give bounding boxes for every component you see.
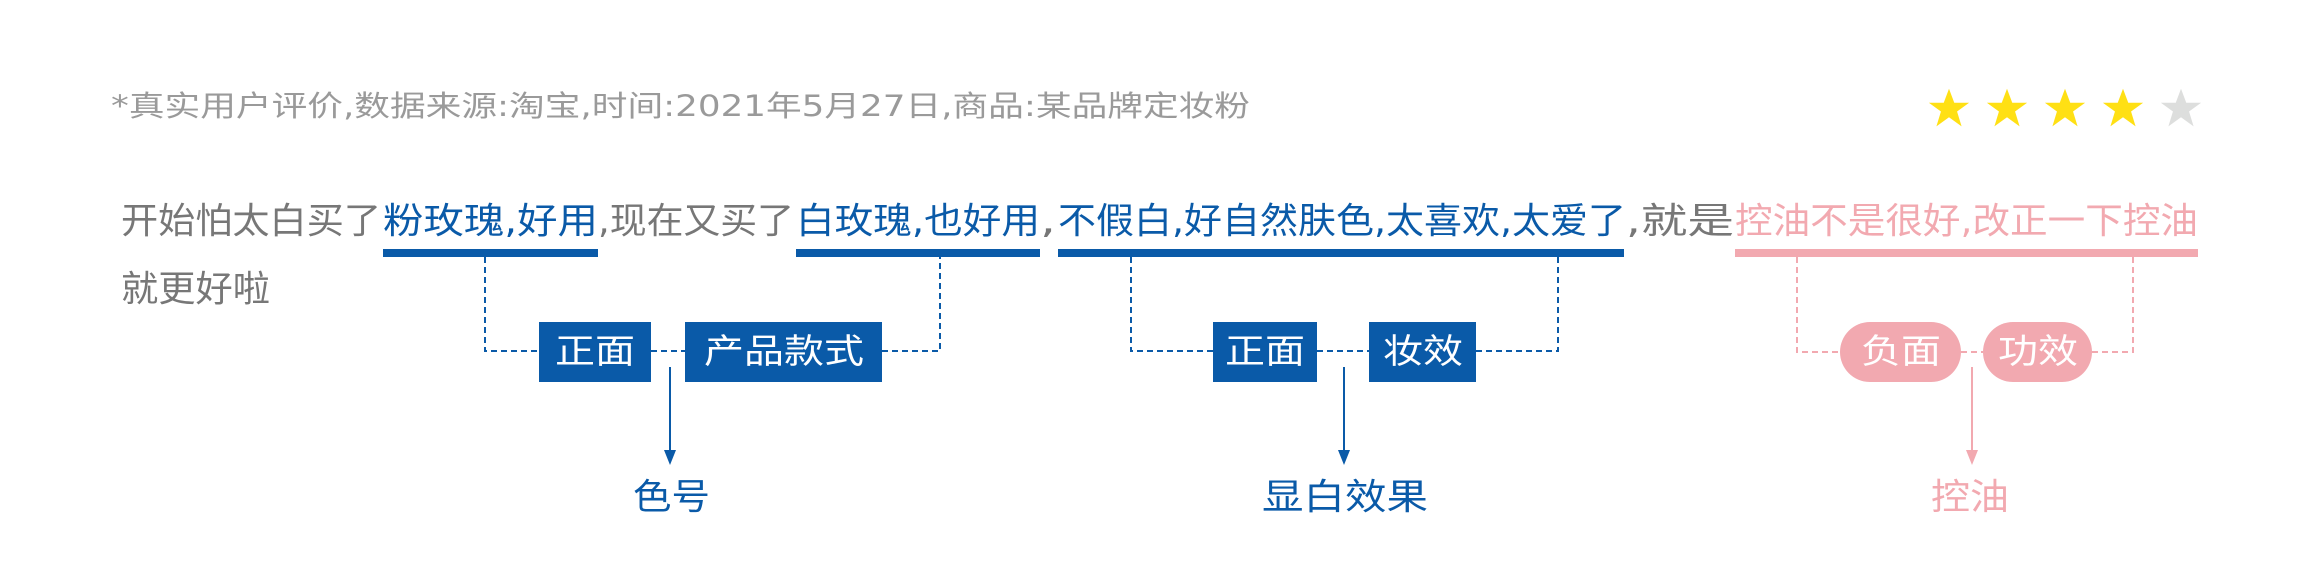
review-highlight-positive: 粉玫瑰,好用	[383, 201, 598, 242]
star-filled-icon	[2044, 88, 2086, 127]
result-label: 色号	[633, 477, 710, 518]
underline-positive	[383, 249, 598, 257]
arrow-down-icon	[1966, 367, 1978, 465]
review-text-neutral: 开始怕太白买了	[121, 201, 381, 242]
review-text-neutral: ,就是	[1626, 201, 1734, 242]
result-label: 显白效果	[1262, 477, 1428, 518]
dashed-connector	[1130, 257, 1213, 352]
star-filled-icon	[1928, 88, 1970, 127]
underline-positive	[796, 249, 1040, 257]
dashed-connector	[882, 257, 941, 352]
dashed-connector	[1796, 257, 1840, 353]
star-filled-icon	[2102, 88, 2144, 127]
arrow-down-icon	[1338, 367, 1350, 465]
tag-sentiment-positive: 正面	[539, 322, 651, 382]
result-label: 控油	[1931, 477, 2009, 518]
review-highlight-positive: 不假白,好自然肤色,太喜欢,太爱了	[1058, 201, 1626, 242]
dashed-connector	[2092, 257, 2134, 353]
review-text-line2: 就更好啦	[121, 269, 270, 310]
tag-aspect: 功效	[1983, 322, 2092, 382]
review-text-neutral: ,现在又买了	[598, 201, 794, 242]
star-filled-icon	[1986, 88, 2028, 127]
source-note: *真实用户评价,数据来源:淘宝,时间:2021年5月27日,商品:某品牌定妆粉	[111, 88, 1250, 124]
review-text-neutral: ,	[1040, 201, 1056, 242]
tag-sentiment-negative: 负面	[1840, 322, 1961, 382]
underline-negative	[1735, 249, 2198, 257]
tag-aspect: 妆效	[1369, 322, 1476, 382]
dashed-connector	[484, 257, 539, 352]
review-highlight-positive: 白玫瑰,也好用	[796, 201, 1040, 242]
arrow-down-icon	[664, 367, 676, 465]
tag-aspect: 产品款式	[685, 322, 882, 382]
tag-sentiment-positive: 正面	[1213, 322, 1317, 382]
underline-positive	[1058, 249, 1624, 257]
source-note-text: *真实用户评价,数据来源:淘宝,时间:2021年5月27日,商品:某品牌定妆粉	[111, 89, 1250, 123]
dashed-connector	[1476, 257, 1559, 352]
review-highlight-negative: 控油不是很好,改正一下控油	[1735, 201, 2198, 242]
star-empty-icon	[2160, 88, 2202, 127]
